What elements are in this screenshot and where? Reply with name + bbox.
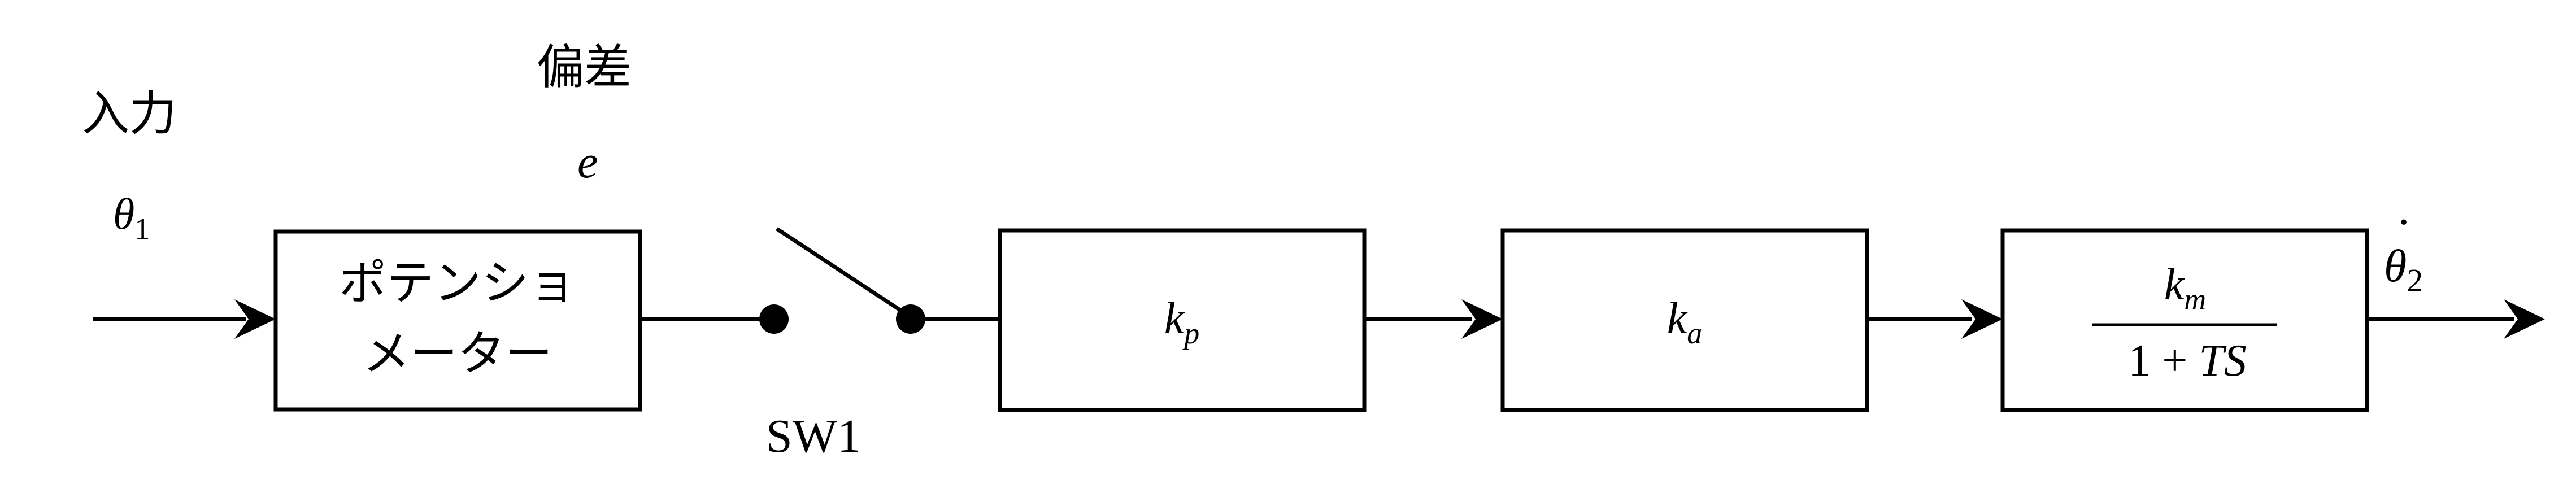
- motor-num-symbol: k: [2164, 260, 2185, 309]
- motor-num-subscript: m: [2184, 282, 2206, 316]
- error-symbol: e: [577, 136, 598, 188]
- motor-numerator: km: [2164, 260, 2207, 316]
- input-subscript: 1: [134, 212, 150, 246]
- motor-denominator: 1 + TS: [2117, 336, 2253, 386]
- ka-subscript: a: [1687, 316, 1702, 350]
- output-theta: θ: [2384, 240, 2407, 291]
- switch-blade: [776, 227, 911, 318]
- kp-ka-arrow: [1461, 299, 1503, 339]
- input-symbol: θ1: [113, 189, 150, 246]
- input-title: 入力: [82, 86, 177, 141]
- motor-den-lead: 1 +: [2128, 336, 2199, 386]
- potentiometer-block: [273, 229, 642, 412]
- output-dot: ˙: [2395, 208, 2412, 264]
- switch-label: SW1: [766, 410, 861, 463]
- motor-block: [2000, 228, 2369, 412]
- output-symbol: θ2: [2384, 240, 2423, 299]
- switch-contact-left: [759, 304, 789, 334]
- kp-subscript: p: [1182, 316, 1199, 350]
- input-arrow: [234, 299, 276, 339]
- ka-block: [1500, 228, 1869, 412]
- kp-label: kp: [1164, 294, 1200, 350]
- ka-motor-arrow: [1961, 299, 2003, 339]
- input-theta: θ: [113, 189, 134, 238]
- potentiometer-label-line2: メーター: [363, 326, 552, 381]
- output-arrow: [2504, 299, 2545, 339]
- ka-label: ka: [1667, 294, 1703, 350]
- potentiometer-label-line1: ポテンショ: [339, 255, 576, 311]
- motor-den-var: TS: [2199, 336, 2247, 386]
- kp-symbol: k: [1164, 294, 1185, 343]
- error-title: 偏差: [537, 40, 632, 95]
- ka-symbol: k: [1667, 294, 1688, 343]
- output-subscript: 2: [2407, 262, 2423, 299]
